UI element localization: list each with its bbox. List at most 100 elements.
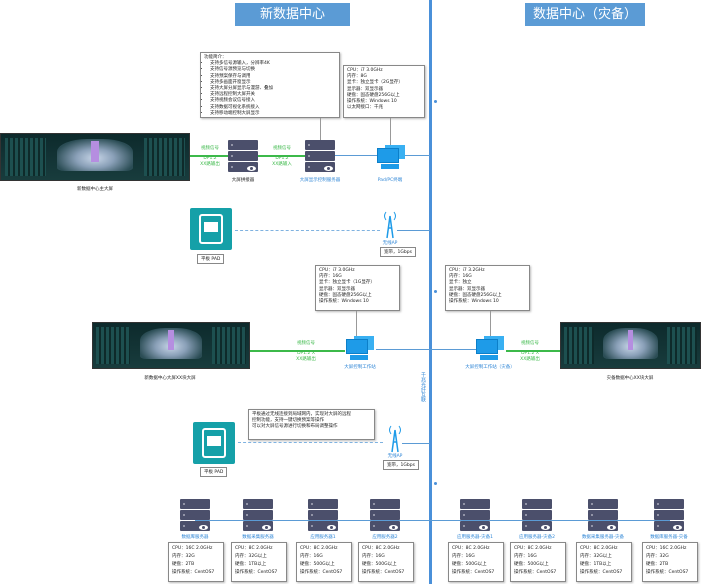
spec-line: 显卡：独立显卡（2G显存） [347,80,403,86]
connector [390,118,391,146]
spec-line: CPU：8C 2.0GHz [580,546,618,551]
network-link [397,230,430,231]
server-network-line [195,520,595,521]
wireless-link [238,442,383,443]
tablet-label: 平板 PAD [197,254,225,264]
marker-dot [434,482,437,485]
spec-line: CPU：i7 3.0GHz [319,268,355,273]
spec-line: 硬盘：500G以上 [514,562,549,567]
features-title: 功能简介： [204,55,227,60]
spec-line: 内存：16G [514,554,537,559]
spec-line: 显卡：独立 [449,280,472,286]
connector [490,311,491,337]
spec-line: 操作系统：CentOS7 [300,570,343,575]
right-wall-label: 灾备数据中心XX块大屏 [606,376,654,381]
spec-line: 显卡：独立显卡（1G显存） [319,280,375,286]
spec-line: 以太网接口：千兆 [347,105,383,111]
video-link [258,155,305,157]
wireless-ap-icon [388,424,402,454]
spec-line: 硬盘：2TB [172,562,195,567]
spec-line: 内存：8G [347,74,367,80]
spec-line: 硬盘：500G以上 [452,562,487,567]
spec-line: 支持多画面开窗显示 [210,80,336,86]
wireless-link [235,230,380,231]
marker-dot [434,290,437,293]
spec-line: 操作系统：Windows 10 [319,299,369,305]
ap-label: 无线AP [387,454,403,459]
video-link [190,155,230,157]
spec-line: 显示器：双显示器 [449,286,485,292]
spec-line: 硬盘：固态硬盘256G以上 [449,292,502,298]
spec-line: CPU：16C 2.0GHz [172,546,213,551]
spec-line: 内存：32G [646,554,669,559]
spec-line: 操作系统：CentOS7 [452,570,495,575]
left-video-wall [92,322,250,369]
server-icon [460,499,490,532]
server-label: 数据库服务器-灾备 [650,535,688,540]
spec-line: 内存：16G [300,554,323,559]
spec-line: 硬盘：1TB以上 [580,562,612,567]
tablet-note: 平板通过无线连接到局域网内，实现对大屏的远程控制功能，支持一键切换预案等操作可以… [248,409,375,440]
spec-line: 内存：32G以上 [235,554,267,559]
bandwidth-label: 宽带，1Gbps [380,247,416,257]
tablet-icon [190,208,232,250]
spec-line: 内存：32G [172,554,195,559]
spec-line: CPU：8C 2.0GHz [300,546,338,551]
spec-line: 硬盘：2TB [646,562,669,567]
spec-line: 硬盘：1TB以上 [235,562,267,567]
connector [320,118,321,142]
wireless-ap-icon [383,210,397,240]
spec-line: 硬盘：500G以上 [362,562,397,567]
spec-line: 硬盘：固态硬盘256G以上 [347,92,400,98]
right-workstation-label: 大屏控制工作站（灾备） [465,365,515,370]
video-link [506,350,560,352]
server-icon [308,499,338,532]
top-video-wall [0,133,190,181]
spec-line: CPU：8C 2.0GHz [452,546,490,551]
server-label: 数据库服务器 [181,535,209,540]
server-icon [370,499,400,532]
control-server-icon [305,140,335,173]
spec-line: 支持预案保存与调用 [210,74,336,80]
features-box: 功能简介： 支持多信号源输入，分辨率4K支持信号源预览与切换支持预案保存与调用支… [200,52,340,118]
pc-icon [375,145,407,171]
spec-line: 操作系统：CentOS7 [235,570,278,575]
spec-line: 操作系统：Windows 10 [449,299,499,305]
splicer-label: 大屏拼接器 [231,178,255,183]
spec-line: CPU：8C 2.0GHz [362,546,400,551]
spec-line: 硬盘：固态硬盘256G以上 [319,292,372,298]
marker-dot [434,100,437,103]
spec-line: 支持移动端控制大屏显示 [210,111,336,117]
spec-line: CPU：i7 3.0GHz [347,68,383,73]
spec-line: 内存：16G [452,554,475,559]
server-icon [522,499,552,532]
bandwidth-label: 宽带，1Gbps [383,460,419,470]
spec-line: 内存：16G [319,274,342,280]
video-link [250,350,345,352]
spec-line: CPU：8C 2.0GHz [235,546,273,551]
connector [356,311,357,337]
server-icon [588,499,618,532]
ap-label: 无线AP [382,241,398,246]
tablet-label: 平板 PAD [200,467,228,477]
left-workstation-label: 大屏控制工作站 [344,365,376,370]
spec-line: 支持信号源预览与切换 [210,67,336,73]
header-backup-datacenter: 数据中心（灾备） [525,3,645,26]
spec-line: 操作系统：CentOS7 [362,570,405,575]
header-new-datacenter: 新数据中心 [235,3,350,26]
splicer-server-icon [228,140,258,173]
spec-line: 显示器：双显示器 [347,86,383,92]
control-server-label: 大屏显示控制服务器 [299,178,341,183]
interconnect-label: 千兆光纤互联 [420,372,427,402]
left-wall-label: 新数据中心大屏XX块大屏 [144,376,196,381]
